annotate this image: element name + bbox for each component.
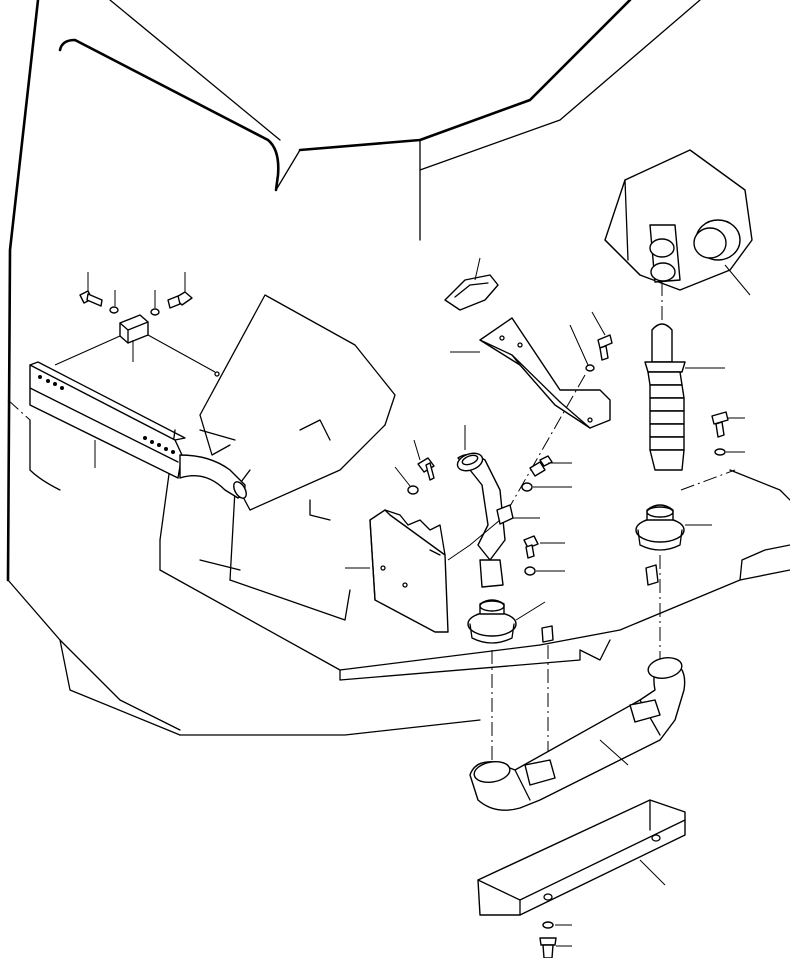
heater-core xyxy=(29,361,247,499)
bolt xyxy=(591,311,613,361)
mounting-bracket-left xyxy=(54,314,220,377)
washer xyxy=(109,290,160,316)
duct-adapter xyxy=(467,599,554,770)
washer xyxy=(569,324,595,372)
bolt xyxy=(79,272,103,307)
air-duct-outlet xyxy=(345,509,501,633)
support-bracket xyxy=(450,317,611,429)
bolt xyxy=(539,937,572,958)
cab-frame xyxy=(6,0,790,736)
duct-hose xyxy=(456,425,506,588)
hose-clamp xyxy=(444,257,499,311)
washer xyxy=(524,566,565,576)
washer xyxy=(714,448,745,456)
bolt xyxy=(523,535,565,559)
floor-duct-pipe xyxy=(469,657,686,811)
washer xyxy=(542,921,572,929)
bolt xyxy=(529,455,572,477)
bolt xyxy=(167,272,193,309)
bolt xyxy=(413,439,435,481)
bolt xyxy=(711,411,745,438)
corrugated-hose xyxy=(644,282,725,471)
washer xyxy=(521,482,572,492)
duct-cover xyxy=(477,799,686,916)
floor-mat-outline xyxy=(199,294,396,521)
duct-adapter xyxy=(635,469,736,660)
washer xyxy=(394,466,419,495)
hose-clamp xyxy=(496,504,540,525)
heater-unit xyxy=(604,149,753,296)
